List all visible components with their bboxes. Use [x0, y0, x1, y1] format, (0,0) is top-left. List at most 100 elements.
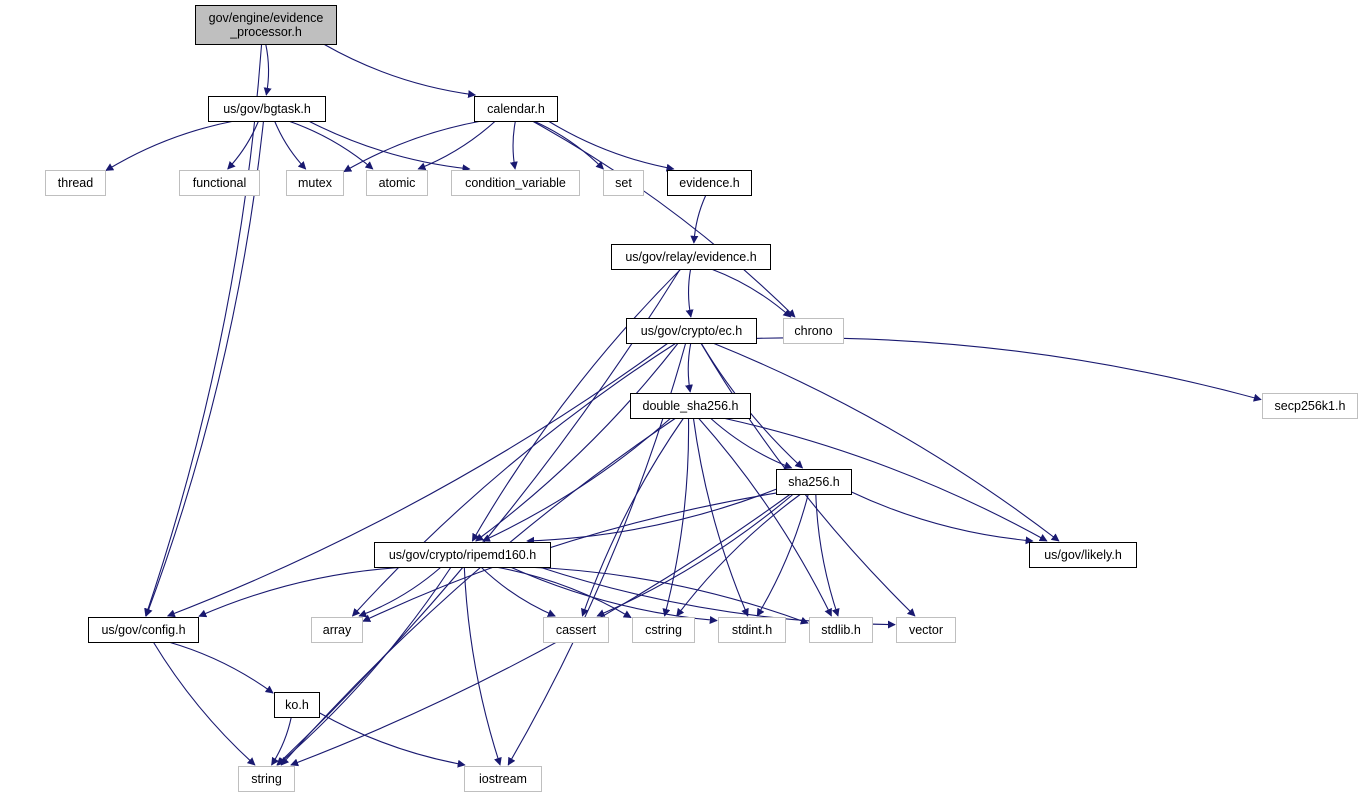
- edge-relay_evidence-to-string: [276, 268, 681, 766]
- node-evidence[interactable]: evidence.h: [667, 170, 752, 196]
- node-box-stdlib: [809, 617, 873, 643]
- edge-ko-to-iostream: [318, 712, 466, 768]
- node-calendar[interactable]: calendar.h: [474, 96, 558, 122]
- node-label-relay_evidence: us/gov/relay/evidence.h: [625, 250, 756, 264]
- node-ripemd160[interactable]: us/gov/crypto/ripemd160.h: [374, 542, 551, 568]
- node-label-array: array: [323, 623, 352, 637]
- edge-sha256-to-stdint: [756, 493, 809, 617]
- edge-double_sha256-to-string: [280, 417, 677, 766]
- node-secp256k1: secp256k1.h: [1262, 393, 1358, 419]
- edge-ec-to-secp256k1: [755, 337, 1262, 402]
- edge-ec-to-ripemd160: [475, 342, 679, 542]
- node-sha256[interactable]: sha256.h: [776, 469, 852, 495]
- node-box-string: [238, 766, 295, 792]
- node-label-thread: thread: [58, 176, 93, 190]
- node-box-relay_evidence: [611, 244, 771, 270]
- edge-ripemd160-to-array: [358, 566, 442, 618]
- node-label-calendar: calendar.h: [487, 102, 545, 116]
- node-label-likely: us/gov/likely.h: [1044, 548, 1122, 562]
- node-thread: thread: [45, 170, 106, 196]
- node-ec[interactable]: us/gov/crypto/ec.h: [626, 318, 757, 344]
- edge-double_sha256-to-stdlib: [697, 417, 832, 617]
- node-condition_variable: condition_variable: [451, 170, 580, 196]
- node-box-mutex: [286, 170, 344, 196]
- node-label-string: string: [251, 772, 282, 786]
- node-label-vector: vector: [909, 623, 943, 637]
- node-cassert: cassert: [543, 617, 609, 643]
- node-box-double_sha256: [630, 393, 751, 419]
- edge-double_sha256-to-likely: [722, 417, 1048, 542]
- edge-double_sha256-to-stdint: [692, 417, 749, 617]
- edge-evidence_processor-to-bgtask: [263, 43, 272, 96]
- node-stdint: stdint.h: [718, 617, 786, 643]
- node-box-evidence_processor: [195, 5, 337, 45]
- node-box-secp256k1: [1262, 393, 1358, 419]
- node-label-chrono: chrono: [794, 324, 832, 338]
- edge-relay_evidence-to-chrono: [711, 268, 792, 318]
- node-array: array: [311, 617, 363, 643]
- edge-calendar-to-set: [533, 120, 604, 170]
- node-label-config: us/gov/config.h: [101, 623, 185, 637]
- node-label-ec: us/gov/crypto/ec.h: [641, 324, 742, 338]
- node-box-calendar: [474, 96, 558, 122]
- node-double_sha256[interactable]: double_sha256.h: [630, 393, 751, 419]
- node-box-ripemd160: [374, 542, 551, 568]
- node-box-array: [311, 617, 363, 643]
- node-config[interactable]: us/gov/config.h: [88, 617, 199, 643]
- edge-ripemd160-to-vector: [539, 566, 896, 629]
- node-box-bgtask: [208, 96, 326, 122]
- edge-ec-to-array: [351, 342, 677, 617]
- node-label-evidence_processor: _processor.h: [229, 25, 302, 39]
- edge-sha256-to-likely: [850, 491, 1034, 545]
- edge-ec-to-double_sha256: [685, 342, 693, 393]
- node-box-ko: [274, 692, 320, 718]
- node-atomic: atomic: [366, 170, 428, 196]
- node-box-sha256: [776, 469, 852, 495]
- node-ko[interactable]: ko.h: [274, 692, 320, 718]
- edge-ec-to-config: [166, 342, 669, 618]
- node-box-cstring: [632, 617, 695, 643]
- node-label-ripemd160: us/gov/crypto/ripemd160.h: [389, 548, 536, 562]
- node-box-vector: [896, 617, 956, 643]
- node-label-cassert: cassert: [556, 623, 597, 637]
- edge-evidence-to-relay_evidence: [690, 194, 707, 244]
- edge-calendar-to-chrono: [532, 120, 796, 318]
- node-box-config: [88, 617, 199, 643]
- node-mutex: mutex: [286, 170, 344, 196]
- node-bgtask[interactable]: us/gov/bgtask.h: [208, 96, 326, 122]
- edge-sha256-to-string: [290, 493, 791, 767]
- node-box-evidence: [667, 170, 752, 196]
- edge-config-to-string: [152, 641, 256, 766]
- edge-relay_evidence-to-ec: [685, 268, 694, 318]
- node-box-iostream: [464, 766, 542, 792]
- edge-ko-to-string: [271, 716, 292, 766]
- node-likely[interactable]: us/gov/likely.h: [1029, 542, 1137, 568]
- edge-double_sha256-to-sha256: [709, 417, 793, 470]
- edge-double_sha256-to-cstring: [662, 417, 690, 617]
- edge-relay_evidence-to-ripemd160: [471, 268, 682, 542]
- node-vector: vector: [896, 617, 956, 643]
- edge-evidence_processor-to-config: [144, 43, 263, 617]
- node-label-set: set: [615, 176, 632, 190]
- edge-double_sha256-to-cassert: [581, 417, 685, 617]
- edge-sha256-to-stdlib: [815, 493, 840, 617]
- node-iostream: iostream: [464, 766, 542, 792]
- node-label-stdlib: stdlib.h: [821, 623, 861, 637]
- node-label-functional: functional: [193, 176, 247, 190]
- node-box-likely: [1029, 542, 1137, 568]
- edge-calendar-to-evidence: [547, 120, 675, 172]
- node-stdlib: stdlib.h: [809, 617, 873, 643]
- node-label-stdint: stdint.h: [732, 623, 772, 637]
- node-evidence_processor[interactable]: gov/engine/evidence_processor.h: [195, 5, 337, 45]
- edge-calendar-to-mutex: [343, 120, 482, 173]
- edge-bgtask-to-mutex: [274, 120, 307, 170]
- node-label-evidence_processor: gov/engine/evidence: [209, 11, 324, 25]
- node-relay_evidence[interactable]: us/gov/relay/evidence.h: [611, 244, 771, 270]
- node-label-bgtask: us/gov/bgtask.h: [223, 102, 311, 116]
- node-label-cstring: cstring: [645, 623, 682, 637]
- edge-double_sha256-to-ripemd160: [481, 417, 672, 542]
- node-box-atomic: [366, 170, 428, 196]
- edge-bgtask-to-functional: [227, 120, 260, 170]
- node-label-condition_variable: condition_variable: [465, 176, 566, 190]
